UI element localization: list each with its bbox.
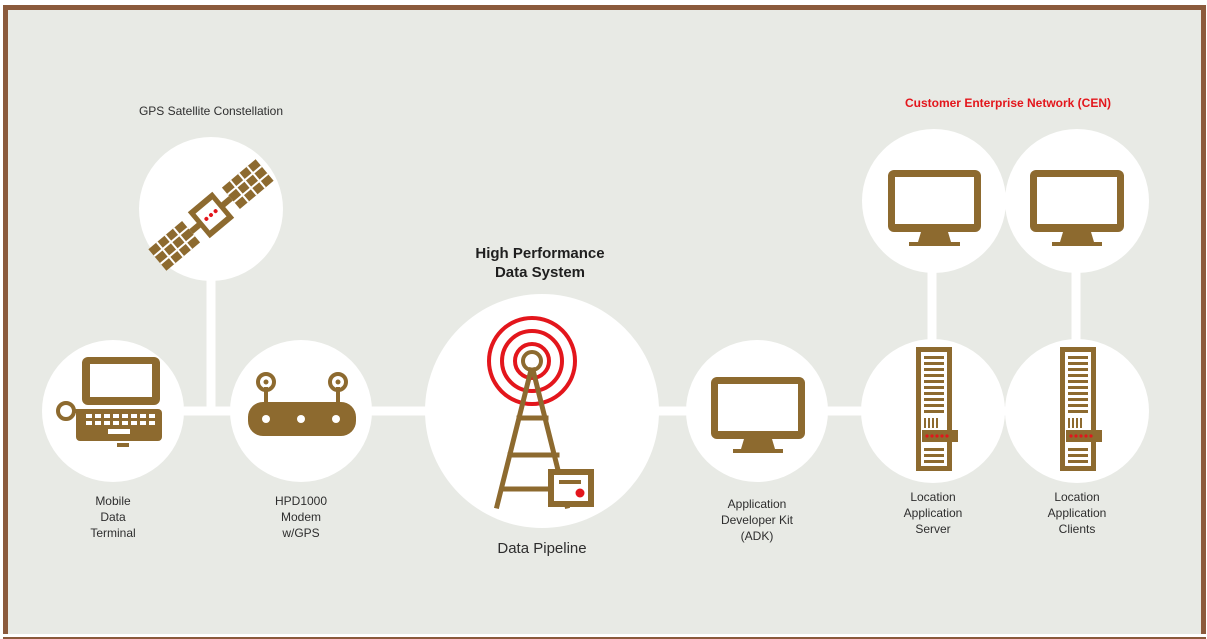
satellite-icon xyxy=(148,159,274,271)
modem-icon xyxy=(248,372,356,436)
gps-constellation-label: GPS Satellite Constellation xyxy=(138,104,284,118)
lac-label-line2: Application xyxy=(1047,506,1107,520)
data-pipeline-label: Data Pipeline xyxy=(497,540,587,557)
lac-label-line1: Location xyxy=(1054,490,1100,504)
hpds-heading: High Performance Data System xyxy=(430,244,650,282)
server-rack-icon xyxy=(916,347,958,471)
modem-label-line1: HPD1000 xyxy=(274,494,328,508)
monitor-icon xyxy=(888,170,981,246)
mdt-label-line1: Mobile xyxy=(95,494,131,508)
adk-label: Application Developer Kit (ADK) xyxy=(697,496,817,544)
mobile-data-terminal-label: Mobile Data Terminal xyxy=(63,493,163,541)
location-clients-label: Location Application Clients xyxy=(1022,489,1132,537)
monitor-icon xyxy=(1030,170,1124,246)
las-label-line2: Application xyxy=(903,506,963,520)
hpds-heading-line1: High Performance xyxy=(475,245,605,262)
hpds-heading-line2: Data System xyxy=(494,264,586,281)
adk-label-line2: Developer Kit xyxy=(720,513,794,527)
adk-label-line1: Application xyxy=(727,497,787,511)
cen-label: Customer Enterprise Network (CEN) xyxy=(904,96,1112,110)
mdt-label-line2: Data xyxy=(100,510,126,524)
monitor-icon xyxy=(711,377,805,453)
bottom-edge xyxy=(0,634,1207,637)
radio-tower-icon xyxy=(487,316,594,510)
modem-label-line2: Modem xyxy=(280,510,321,524)
modem-label: HPD1000 Modem w/GPS xyxy=(251,493,351,541)
las-label-line1: Location xyxy=(910,490,956,504)
modem-label-line3: w/GPS xyxy=(282,526,320,540)
laptop-icon xyxy=(56,357,162,447)
las-label-line3: Server xyxy=(915,522,951,536)
server-rack-icon xyxy=(1060,347,1102,471)
mdt-label-line3: Terminal xyxy=(90,526,136,540)
location-server-label: Location Application Server xyxy=(878,489,988,537)
lac-label-line3: Clients xyxy=(1058,522,1096,536)
adk-label-line3: (ADK) xyxy=(740,529,774,543)
